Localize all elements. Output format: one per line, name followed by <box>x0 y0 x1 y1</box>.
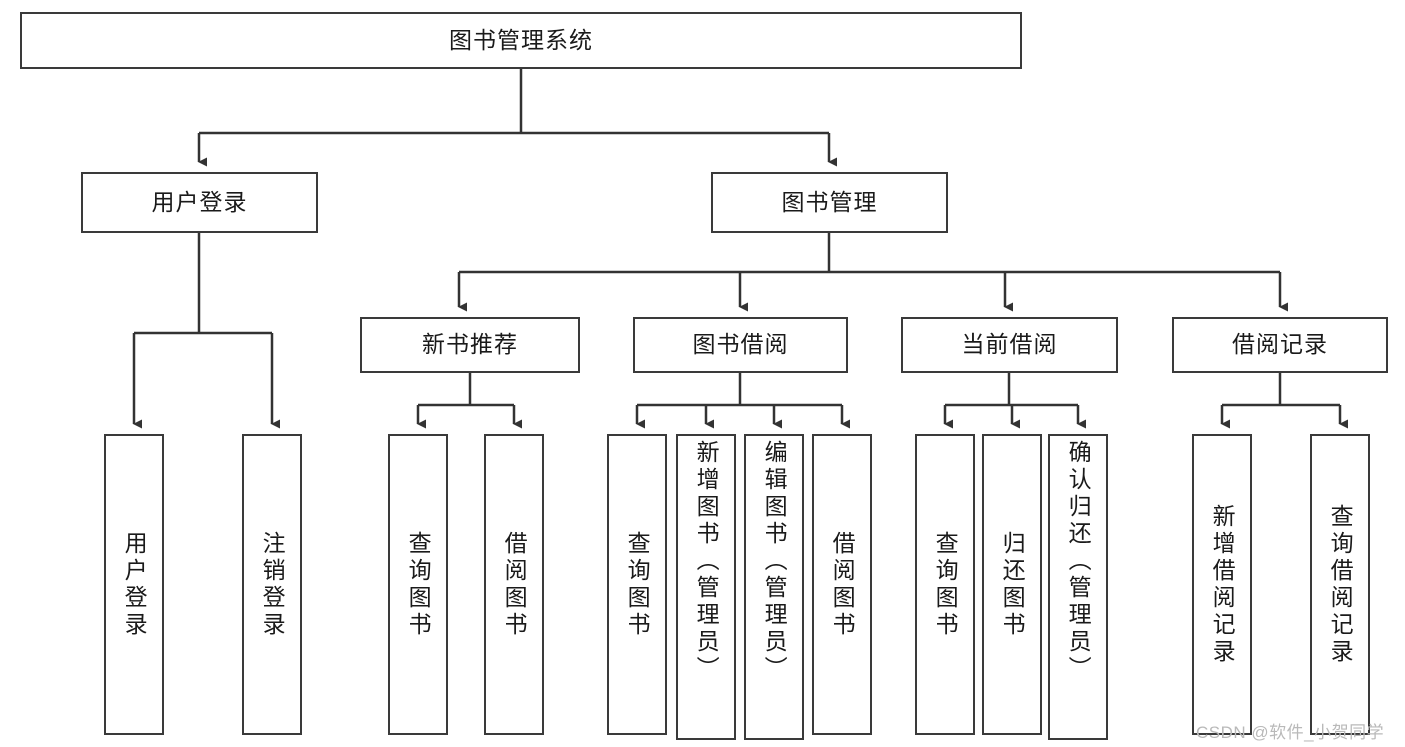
leaf-logout-login[interactable]: 注销登录 <box>242 434 302 735</box>
node-book-borrow[interactable]: 图书借阅 <box>633 317 848 373</box>
leaf-query-borrow-record[interactable]: 查询借阅记录 <box>1310 434 1370 735</box>
leaf-borrow-book[interactable]: 借阅图书 <box>812 434 872 735</box>
leaf-query-book-borrow[interactable]: 查询图书 <box>607 434 667 735</box>
leaf-user-login[interactable]: 用户登录 <box>104 434 164 735</box>
node-current-borrow[interactable]: 当前借阅 <box>901 317 1118 373</box>
node-book-manage[interactable]: 图书管理 <box>711 172 948 233</box>
leaf-confirm-return[interactable]: 确认归还（管理员） <box>1048 434 1108 740</box>
leaf-borrow-book-recommend[interactable]: 借阅图书 <box>484 434 544 735</box>
leaf-add-borrow-record[interactable]: 新增借阅记录 <box>1192 434 1252 735</box>
node-borrow-record[interactable]: 借阅记录 <box>1172 317 1388 373</box>
node-new-book-recommend[interactable]: 新书推荐 <box>360 317 580 373</box>
leaf-return-book[interactable]: 归还图书 <box>982 434 1042 735</box>
leaf-query-book-recommend[interactable]: 查询图书 <box>388 434 448 735</box>
node-root[interactable]: 图书管理系统 <box>20 12 1022 69</box>
watermark: CSDN @软件_小贺同学 <box>1196 723 1385 742</box>
leaf-add-book[interactable]: 新增图书（管理员） <box>676 434 736 740</box>
node-user-login[interactable]: 用户登录 <box>81 172 318 233</box>
leaf-query-book-current[interactable]: 查询图书 <box>915 434 975 735</box>
leaf-edit-book[interactable]: 编辑图书（管理员） <box>744 434 804 740</box>
